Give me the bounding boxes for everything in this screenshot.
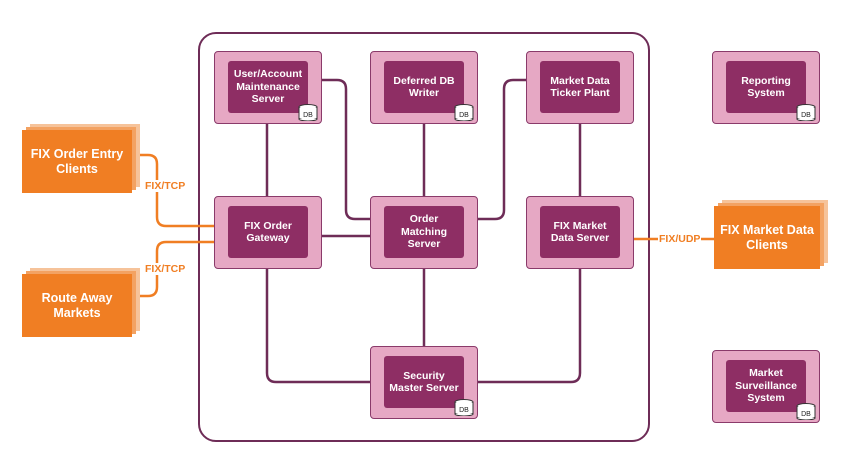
node-label: Deferred DB Writer [384, 61, 464, 113]
database-icon: DB [298, 104, 318, 121]
node-label: FIX Order Gateway [228, 206, 308, 258]
node-fix-order-gateway: FIX Order Gateway [214, 196, 322, 269]
client-label: Route Away Markets [22, 274, 132, 337]
svg-text:DB: DB [459, 407, 469, 414]
node-label: Reporting System [726, 61, 806, 113]
client-fix-market-data: FIX Market Data Clients [714, 200, 828, 269]
node-label: Security Master Server [384, 356, 464, 408]
connector-user-to-matching [322, 78, 372, 221]
connector-gateway-to-security [265, 268, 372, 384]
node-security-master-server: Security Master Server DB [370, 346, 478, 419]
node-order-matching-server: Order Matching Server [370, 196, 478, 269]
node-reporting-system: Reporting System DB [712, 51, 820, 124]
database-icon: DB [454, 399, 474, 416]
node-label: FIX Market Data Server [540, 206, 620, 258]
node-label: Order Matching Server [384, 206, 464, 258]
protocol-label-fix-udp: FIX/UDP [658, 233, 702, 245]
svg-text:DB: DB [801, 411, 811, 418]
database-icon: DB [454, 104, 474, 121]
node-label: User/Account Maintenance Server [228, 61, 308, 113]
client-route-away-markets: Route Away Markets [22, 268, 140, 337]
database-icon: DB [796, 403, 816, 420]
node-deferred-db-writer: Deferred DB Writer DB [370, 51, 478, 124]
database-icon: DB [796, 104, 816, 121]
client-fix-order-entry: FIX Order Entry Clients [22, 124, 140, 193]
protocol-label-fix-tcp-2: FIX/TCP [144, 263, 187, 275]
node-fix-market-data-server: FIX Market Data Server [526, 196, 634, 269]
client-label: FIX Market Data Clients [714, 206, 820, 269]
svg-text:DB: DB [459, 112, 469, 119]
protocol-label-fix-tcp-1: FIX/TCP [144, 180, 187, 192]
node-user-account-maintenance-server: User/Account Maintenance Server DB [214, 51, 322, 124]
node-market-surveillance-system: Market Surveillance System DB [712, 350, 820, 423]
svg-text:DB: DB [801, 112, 811, 119]
node-label: Market Surveillance System [726, 360, 806, 412]
svg-text:DB: DB [303, 112, 313, 119]
connector-ticker-to-matching [476, 78, 528, 221]
client-label: FIX Order Entry Clients [22, 130, 132, 193]
node-market-data-ticker-plant: Market Data Ticker Plant [526, 51, 634, 124]
connector-market-data-to-security [476, 268, 582, 384]
node-label: Market Data Ticker Plant [540, 61, 620, 113]
